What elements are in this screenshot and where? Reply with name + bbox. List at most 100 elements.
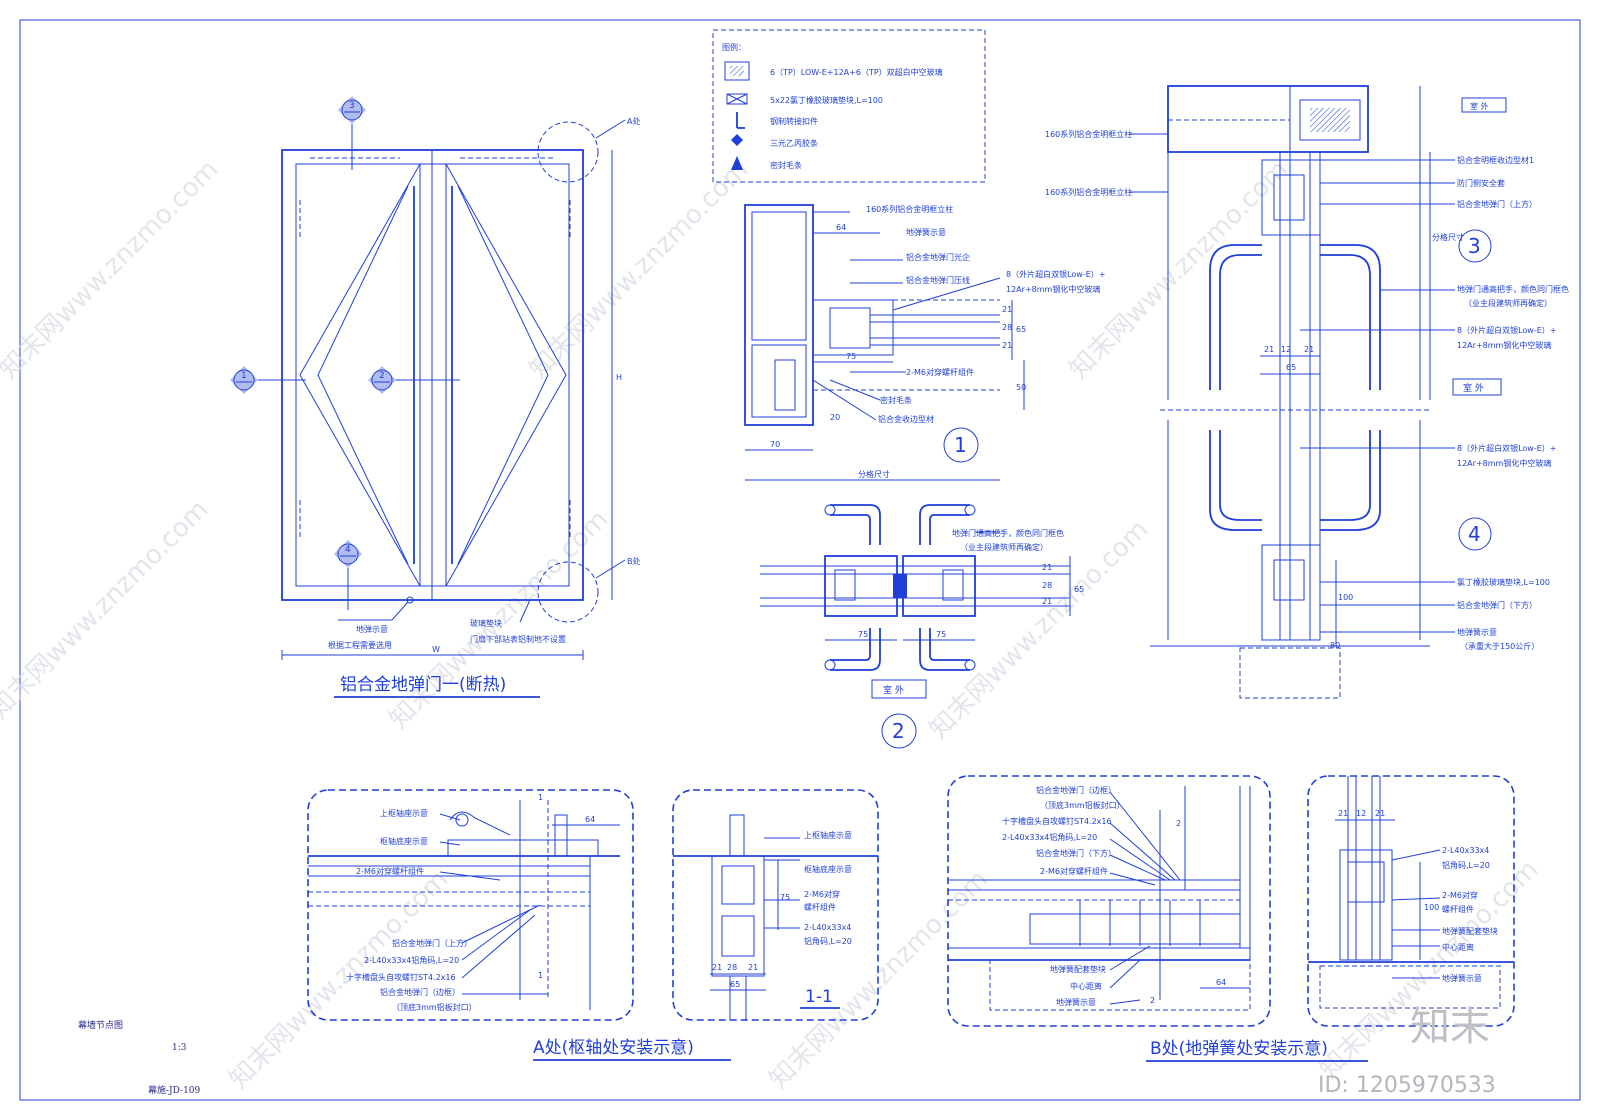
legend-title: 图例：	[722, 42, 746, 52]
svg-text:室 外: 室 外	[1463, 382, 1484, 394]
svg-text:3: 3	[349, 101, 355, 111]
svg-text:12Ar+8mm钢化中空玻璃: 12Ar+8mm钢化中空玻璃	[1457, 458, 1551, 468]
svg-text:65: 65	[1074, 585, 1084, 594]
svg-text:十字槽盘头自攻螺钉ST4.2x16: 十字槽盘头自攻螺钉ST4.2x16	[346, 972, 456, 982]
svg-text:75: 75	[780, 893, 790, 902]
svg-text:12Ar+8mm钢化中空玻璃: 12Ar+8mm钢化中空玻璃	[1457, 340, 1551, 350]
svg-text:地弹簧示意: 地弹簧示意	[906, 227, 946, 237]
watermark-text: 知末网www.znzmo.com	[0, 494, 214, 725]
svg-text:12: 12	[1281, 345, 1291, 354]
svg-text:12: 12	[1356, 809, 1366, 818]
svg-text:64: 64	[585, 815, 595, 824]
svg-text:21: 21	[1304, 345, 1314, 354]
svg-text:75: 75	[846, 352, 856, 361]
section-marker-4: 4	[334, 540, 362, 610]
svg-text:上枢轴座示意: 上枢轴座示意	[804, 830, 852, 840]
outside-label: 室 外	[883, 684, 904, 696]
svg-text:中心距离: 中心距离	[1442, 942, 1474, 952]
note-bottom: 门扇下部站表铝制地不设置	[470, 634, 566, 644]
detail-a: 1 1 64 上枢轴座示意 枢轴底座示意 2-M6对穿螺杆组件 铝合金地弹门（上…	[307, 789, 731, 1061]
svg-text:1: 1	[538, 793, 543, 802]
svg-text:50: 50	[1016, 383, 1026, 392]
svg-text:160系列铝合金明框立柱: 160系列铝合金明框立柱	[1045, 129, 1132, 139]
svg-text:铝合金地弹门光企: 铝合金地弹门光企	[906, 252, 970, 262]
title-block: 幕墙节点图 1:3 幕施-JD-109	[78, 1019, 201, 1096]
svg-text:75: 75	[858, 630, 868, 639]
watermark-id: ID: 1205970533	[1318, 1073, 1496, 1098]
svg-text:枢轴底座示意: 枢轴底座示意	[380, 836, 428, 846]
svg-text:160系列铝合金明框立柱: 160系列铝合金明框立柱	[1045, 187, 1132, 197]
svg-text:4: 4	[345, 545, 351, 555]
svg-text:28: 28	[1002, 323, 1012, 332]
svg-text:2-L40x33x4: 2-L40x33x4	[1442, 846, 1489, 855]
svg-text:（业主段建筑师再确定）: （业主段建筑师再确定）	[960, 542, 1048, 552]
legend-item: 6（TP）LOW-E+12A+6（TP）双超白中空玻璃	[770, 67, 943, 77]
svg-text:21: 21	[1042, 597, 1052, 606]
note-floor-spring: 地弹示意	[356, 624, 388, 634]
svg-text:65: 65	[730, 980, 740, 989]
svg-text:21: 21	[1002, 305, 1012, 314]
svg-text:（业主段建筑师再确定）: （业主段建筑师再确定）	[1464, 298, 1552, 308]
svg-text:65: 65	[1016, 325, 1026, 334]
section-marker-1: 1	[230, 366, 306, 394]
legend-item: 密封毛条	[770, 160, 802, 170]
detail-1-1-title: 1-1	[805, 987, 833, 1007]
svg-text:铝合金地弹门（上方）: 铝合金地弹门（上方）	[1457, 199, 1537, 209]
svg-text:20: 20	[830, 413, 840, 422]
svg-text:铝合金地弹门（下方）: 铝合金地弹门（下方）	[1036, 848, 1116, 858]
detail-3-number: 3	[1468, 234, 1481, 258]
svg-text:1: 1	[538, 971, 543, 980]
svg-text:21: 21	[1338, 809, 1348, 818]
watermark-logo: 知末	[1410, 1004, 1490, 1050]
legend-item: 钢制转接扣件	[770, 116, 818, 126]
svg-text:铝合金收边型材: 铝合金收边型材	[878, 414, 934, 424]
label-b: B处	[627, 556, 641, 566]
svg-text:8（外片超白双银Low-E）+: 8（外片超白双银Low-E）+	[1457, 443, 1557, 453]
label-a: A处	[627, 116, 640, 126]
svg-text:（承重大于150公斤）: （承重大于150公斤）	[1460, 641, 1539, 651]
svg-text:1: 1	[241, 371, 247, 381]
svg-text:2-L40x33x4铝角码,L=20: 2-L40x33x4铝角码,L=20	[1002, 832, 1097, 842]
svg-text:分格尺寸: 分格尺寸	[1432, 232, 1464, 242]
svg-text:2: 2	[1150, 996, 1155, 1005]
detail-2-number: 2	[892, 719, 905, 743]
svg-text:21: 21	[1264, 345, 1274, 354]
svg-text:（顶底3mm铝板封口）: （顶底3mm铝板封口）	[392, 1002, 477, 1012]
svg-text:2: 2	[379, 371, 385, 381]
legend-box: 图例： 6（TP）LOW-E+12A+6（TP）双超白中空玻璃 5x22氯丁橡胶…	[712, 29, 986, 183]
svg-text:铝合金地弹门（边框）: 铝合金地弹门（边框）	[380, 987, 460, 997]
svg-text:铝角码,L=20: 铝角码,L=20	[804, 936, 852, 946]
svg-text:2-M6对穿螺杆组件: 2-M6对穿螺杆组件	[906, 367, 974, 377]
svg-text:密封毛条: 密封毛条	[880, 395, 912, 405]
note-select: 根据工程需要选用	[328, 640, 392, 650]
svg-text:8（外片超白双银Low-E）+: 8（外片超白双银Low-E）+	[1006, 269, 1106, 279]
detail-3-4: 160系列铝合金明框立柱 160系列铝合金明框立柱 室 外 铝合金明框收边型材1…	[1045, 85, 1569, 699]
svg-text:地弹门通高把手，颜色同门框色: 地弹门通高把手，颜色同门框色	[1457, 284, 1569, 294]
svg-text:（顶底3mm铝板封口）: （顶底3mm铝板封口）	[1040, 800, 1125, 810]
svg-text:2-M6对穿螺杆组件: 2-M6对穿螺杆组件	[1040, 866, 1108, 876]
svg-text:铝合金明框收边型材1: 铝合金明框收边型材1	[1457, 155, 1534, 165]
detail-4-number: 4	[1468, 522, 1481, 546]
svg-text:64: 64	[836, 223, 846, 232]
svg-text:21: 21	[748, 963, 758, 972]
svg-text:2-L40x33x4铝角码,L=20: 2-L40x33x4铝角码,L=20	[364, 955, 459, 965]
svg-text:十字槽盘头自攻螺钉ST4.2x16: 十字槽盘头自攻螺钉ST4.2x16	[1002, 816, 1112, 826]
detail-1: 1 160系列铝合金明框立柱 铝合金地弹门光企 铝合金地弹门压线 8（外片超白双…	[744, 204, 1106, 481]
svg-text:75: 75	[936, 630, 946, 639]
detail-b-title: B处(地弹簧处安装示意)	[1150, 1039, 1328, 1059]
detail-2-2: 21 12 21 2-L40x33x4 铝角码,L=20 2-M6对穿 螺杆组件…	[1307, 775, 1515, 1027]
watermark-text: 知末网www.znzmo.com	[524, 154, 755, 385]
detail-1-number: 1	[954, 433, 967, 457]
drawing-scale: 1:3	[172, 1043, 187, 1053]
svg-text:铝角码,L=20: 铝角码,L=20	[1442, 860, 1490, 870]
svg-text:21: 21	[1042, 563, 1052, 572]
detail-a-title: A处(枢轴处安装示意)	[533, 1038, 694, 1058]
svg-text:地弹簧示意: 地弹簧示意	[1442, 973, 1482, 983]
svg-text:室 外: 室 外	[1470, 101, 1489, 111]
svg-text:H: H	[616, 373, 622, 382]
svg-text:W: W	[432, 645, 440, 654]
note-glass-block: 玻璃垫块	[470, 618, 502, 628]
svg-text:28: 28	[1042, 581, 1052, 590]
sheet-border	[19, 19, 1581, 1101]
